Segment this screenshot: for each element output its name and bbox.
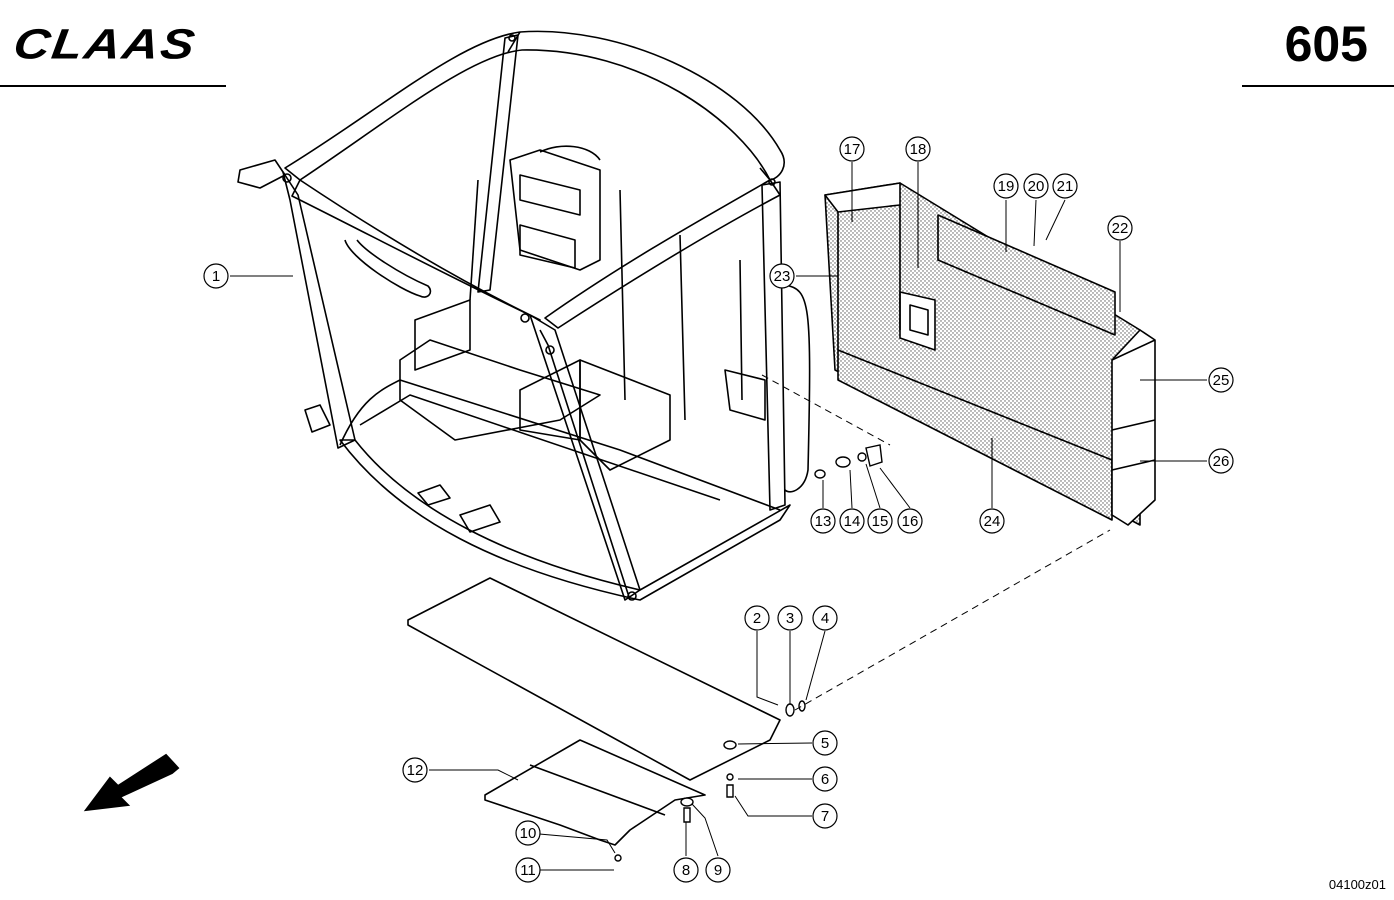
callout-circle	[839, 136, 865, 162]
callout-label: 18	[910, 141, 927, 158]
callout-label: 8	[682, 862, 690, 879]
callout-circle	[777, 605, 803, 631]
callout-label: 16	[902, 513, 919, 530]
callout-19: 19	[993, 173, 1019, 199]
callout-label: 26	[1213, 453, 1230, 470]
callout-circle	[203, 263, 229, 289]
callout-circle	[812, 803, 838, 829]
callout-circle	[769, 263, 795, 289]
callout-circle	[839, 508, 865, 534]
callout-circle	[744, 605, 770, 631]
callout-label: 24	[984, 513, 1001, 530]
callout-circle	[812, 766, 838, 792]
callout-label: 11	[520, 862, 536, 879]
callout-label: 14	[844, 513, 861, 530]
callout-9: 9	[705, 857, 731, 883]
callout-label: 5	[821, 735, 829, 752]
callout-label: 22	[1112, 220, 1129, 237]
callout-15: 15	[867, 508, 893, 534]
callout-circle	[810, 508, 836, 534]
callout-label: 23	[774, 268, 791, 285]
callout-circle	[979, 508, 1005, 534]
callout-18: 18	[905, 136, 931, 162]
callout-circle	[897, 508, 923, 534]
callout-circle	[402, 757, 428, 783]
callout-12: 12	[402, 757, 428, 783]
callout-circle	[1052, 173, 1078, 199]
callout-13: 13	[810, 508, 836, 534]
callout-circle	[812, 730, 838, 756]
callout-label: 15	[872, 513, 889, 530]
callout-4: 4	[812, 605, 838, 631]
callout-label: 19	[998, 178, 1015, 195]
callout-circle	[1208, 448, 1234, 474]
callout-label: 10	[520, 825, 537, 842]
callout-label: 3	[786, 610, 794, 627]
callout-10: 10	[515, 820, 541, 846]
callout-label: 7	[821, 808, 829, 825]
callout-circle	[905, 136, 931, 162]
callout-2: 2	[744, 605, 770, 631]
callout-14: 14	[839, 508, 865, 534]
callout-6: 6	[812, 766, 838, 792]
direction-arrow-icon	[83, 753, 180, 812]
callout-11: 11	[515, 857, 541, 883]
callout-20: 20	[1023, 173, 1049, 199]
callout-circle	[812, 605, 838, 631]
leader-lines	[230, 162, 1207, 871]
callout-circle	[867, 508, 893, 534]
page-number: 605	[1284, 16, 1368, 72]
callout-label: 1	[212, 268, 220, 285]
callout-26: 26	[1208, 448, 1234, 474]
callout-label: 20	[1028, 178, 1045, 195]
cover-plate	[484, 739, 706, 846]
fasteners	[614, 444, 883, 862]
callout-circle	[1208, 367, 1234, 393]
callout-label: 4	[821, 610, 829, 627]
callout-21: 21	[1052, 173, 1078, 199]
callout-circle	[515, 857, 541, 883]
callout-7: 7	[812, 803, 838, 829]
callout-circle	[1107, 215, 1133, 241]
callout-label: 25	[1213, 372, 1230, 389]
callout-25: 25	[1208, 367, 1234, 393]
callout-3: 3	[777, 605, 803, 631]
callout-label: 21	[1057, 178, 1074, 195]
callout-17: 17	[839, 136, 865, 162]
callout-22: 22	[1107, 215, 1133, 241]
callout-label: 9	[714, 862, 722, 879]
callout-16: 16	[897, 508, 923, 534]
callout-5: 5	[812, 730, 838, 756]
callout-8: 8	[673, 857, 699, 883]
callout-label: 6	[821, 771, 829, 788]
callout-circle	[1023, 173, 1049, 199]
callout-23: 23	[769, 263, 795, 289]
callout-1: 1	[203, 263, 229, 289]
callout-label: 13	[815, 513, 832, 530]
assembly-lines	[761, 374, 1111, 711]
callout-24: 24	[979, 508, 1005, 534]
callout-circle	[673, 857, 699, 883]
callout-label: 2	[753, 610, 761, 627]
callout-label: 17	[844, 141, 861, 158]
floor-panel	[407, 577, 781, 781]
cab-frame	[237, 30, 811, 601]
callout-circle	[993, 173, 1019, 199]
lining-panel-assembly	[824, 182, 1156, 526]
callout-label: 12	[407, 762, 424, 779]
callout-circle	[705, 857, 731, 883]
drawing-code: 04100z01	[1328, 877, 1386, 892]
callout-circle	[515, 820, 541, 846]
